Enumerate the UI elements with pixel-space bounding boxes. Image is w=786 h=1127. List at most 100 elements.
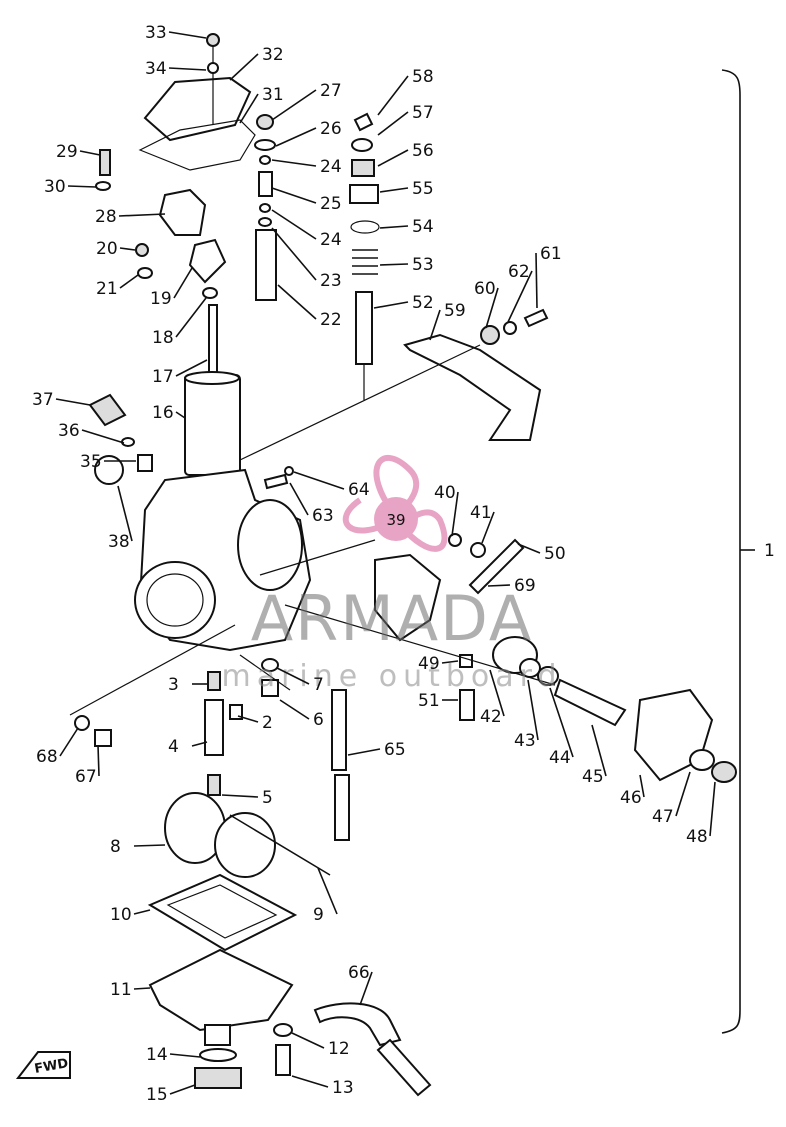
callout-number: 50	[544, 544, 566, 564]
callout-number: 37	[32, 390, 54, 410]
callout-leader-line	[133, 987, 151, 990]
callout-leader-line	[168, 31, 207, 39]
callout-number: 28	[95, 207, 117, 227]
callout-number: 23	[320, 271, 342, 291]
fwd-arrow-icon: FWD	[15, 1051, 71, 1079]
callout-leader-line	[591, 724, 607, 777]
callout-number: 64	[348, 480, 370, 500]
callout-number: 6	[313, 710, 324, 730]
throttle-lever-parts	[263, 466, 737, 783]
callout-leader-line	[237, 715, 259, 723]
callout-leader-line	[169, 1053, 201, 1058]
callout-number: 7	[313, 675, 324, 695]
callout-number: 22	[320, 310, 342, 330]
callout-number: 44	[549, 748, 571, 768]
callout-leader-line	[377, 149, 409, 167]
callout-number: 24	[320, 230, 342, 250]
callout-leader-line	[118, 213, 166, 217]
callout-number: 19	[150, 289, 172, 309]
watermark-brand: ARMADA	[251, 582, 533, 655]
callout-number: 29	[56, 142, 78, 162]
callout-leader-line	[133, 909, 151, 915]
callout-number: 47	[652, 807, 674, 827]
callout-leader-line	[239, 93, 259, 124]
callout-leader-line	[377, 111, 409, 136]
callout-number: 45	[582, 767, 604, 787]
callout-number: 63	[312, 506, 334, 526]
callout-leader-line	[549, 687, 574, 758]
float-bowl-parts	[74, 658, 432, 1097]
guide-lines	[69, 344, 556, 716]
callout-leader-line	[487, 584, 511, 587]
callout-number: 30	[44, 177, 66, 197]
callout-leader-line	[291, 1032, 325, 1049]
callout-leader-line	[175, 297, 207, 338]
callout-number: 55	[412, 179, 434, 199]
carburetor-body	[88, 393, 312, 652]
callout-leader-line	[379, 187, 409, 193]
callout-number: 53	[412, 255, 434, 275]
callout-leader-line	[55, 398, 91, 406]
callout-number: 9	[313, 905, 324, 925]
assembly-bracket	[721, 69, 741, 1034]
callout-leader-line	[289, 482, 309, 516]
callout-number: 58	[412, 67, 434, 87]
armada-propeller-logo: 39	[342, 455, 448, 552]
callout-number: 25	[320, 194, 342, 214]
callout-leader-line	[81, 429, 125, 444]
callout-leader-line	[277, 284, 317, 320]
callout-leader-line	[276, 667, 310, 685]
callout-leader-line	[271, 159, 317, 167]
callout-number: 13	[332, 1078, 354, 1098]
callout-number: 33	[145, 23, 167, 43]
callout-number: 34	[145, 59, 167, 79]
callout-leader-line	[271, 209, 317, 240]
callout-number: 66	[348, 963, 370, 983]
callout-leader-line	[271, 227, 317, 281]
callout-leader-line	[229, 53, 259, 81]
callout-number: 36	[58, 421, 80, 441]
callout-number: 46	[620, 788, 642, 808]
callout-leader-line	[191, 741, 208, 747]
callout-number: 11	[110, 980, 132, 1000]
callout-number: 17	[152, 367, 174, 387]
callout-leader-line	[379, 263, 409, 266]
callout-number: 8	[110, 837, 121, 857]
callout-number: 15	[146, 1085, 168, 1105]
callout-leader-line	[709, 781, 716, 837]
callout-number: 32	[262, 45, 284, 65]
callout-number: 59	[444, 301, 466, 321]
callout-number: 62	[508, 262, 530, 282]
callout-leader-line	[291, 1075, 329, 1088]
callout-number: 10	[110, 905, 132, 925]
callout-leader-line	[119, 247, 136, 251]
callout-number: 54	[412, 217, 434, 237]
callout-number: 48	[686, 827, 708, 847]
callout-number: 35	[80, 452, 102, 472]
starter-plunger-parts	[349, 112, 380, 400]
callout-leader-line	[175, 359, 208, 377]
callout-leader-line	[119, 274, 139, 289]
callout-number: 26	[320, 119, 342, 139]
callout-number: 20	[96, 239, 118, 259]
callout-number: 3	[168, 675, 179, 695]
callout-number: 61	[540, 244, 562, 264]
callout-leader-line	[535, 252, 538, 309]
callout-number: 52	[412, 293, 434, 313]
callout-number: 68	[36, 747, 58, 767]
callout-leader-line	[675, 771, 691, 817]
top-cover-parts	[95, 33, 256, 299]
assembly-callout: 1	[764, 541, 775, 561]
callout-number: 2	[262, 713, 273, 733]
callout-number: 5	[262, 788, 273, 808]
callout-leader-line	[169, 1084, 196, 1095]
watermark-tagline: marine outboard	[221, 659, 562, 694]
callout-leader-line	[293, 471, 345, 490]
callout-leader-line	[507, 270, 533, 323]
callout-leader-line	[379, 225, 409, 229]
callout-number: 24	[320, 157, 342, 177]
callout-number: 42	[480, 707, 502, 727]
callout-leader-line	[133, 844, 166, 847]
callout-number: 60	[474, 279, 496, 299]
